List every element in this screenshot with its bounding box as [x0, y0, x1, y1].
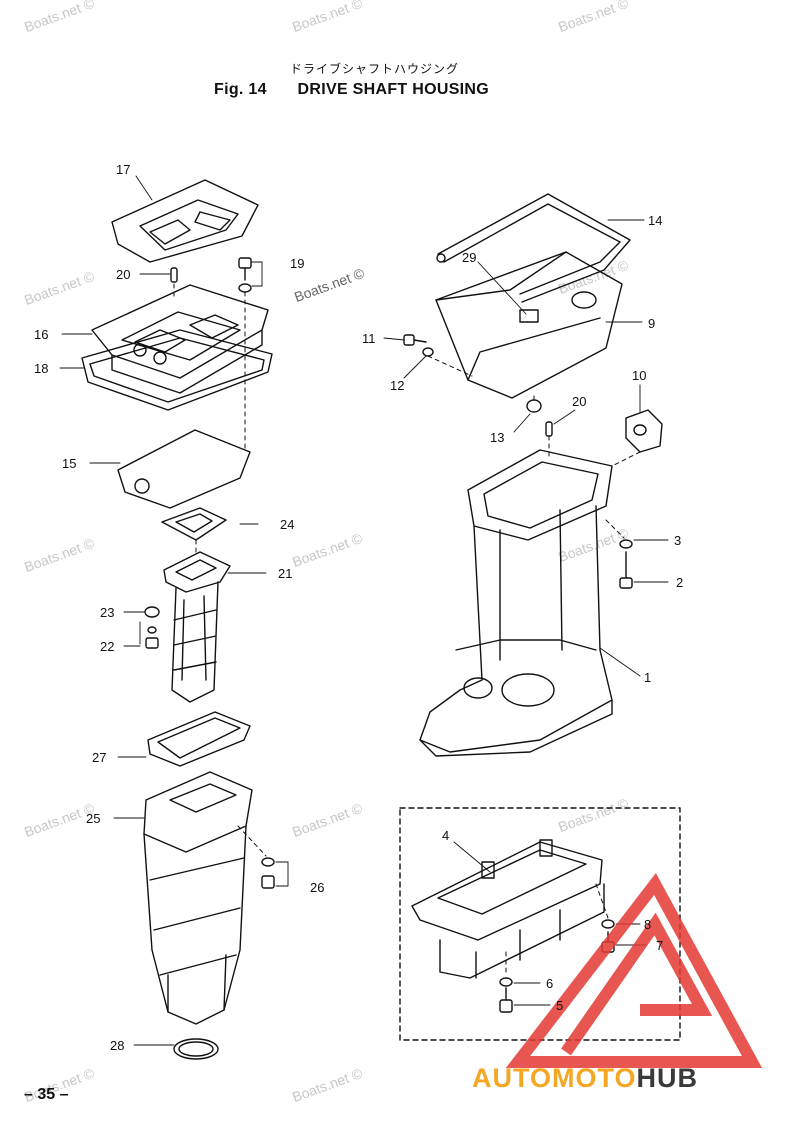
callout-23: 23	[100, 605, 114, 620]
part-6-washer[interactable]	[499, 977, 513, 987]
part-11-bolt[interactable]	[403, 334, 427, 346]
callout-15: 15	[62, 456, 76, 471]
callout-9: 9	[648, 316, 655, 331]
callout-1: 1	[644, 670, 651, 685]
callout-29: 29	[462, 250, 476, 265]
callout-5: 5	[556, 998, 563, 1013]
part-27-gasket[interactable]	[147, 711, 251, 767]
callout-25: 25	[86, 811, 100, 826]
part-4-bracket[interactable]	[411, 839, 605, 979]
brand-text-hub: HUB	[636, 1063, 699, 1093]
part-20-dowel-pin-right[interactable]	[545, 421, 553, 437]
part-24-gasket[interactable]	[161, 507, 227, 541]
callout-26: 26	[310, 880, 324, 895]
part-10-mount[interactable]	[625, 409, 663, 453]
callout-27: 27	[92, 750, 106, 765]
callout-13: 13	[490, 430, 504, 445]
alignment-lines	[173, 283, 641, 977]
automotohub-brand: AUTOMOTOHUB	[472, 1063, 698, 1094]
part-19-bolt[interactable]	[238, 257, 252, 293]
part-28-ring[interactable]	[173, 1038, 219, 1060]
part-2-bolt[interactable]	[619, 551, 633, 589]
callout-16: 16	[34, 327, 48, 342]
figure-title: Fig. 14 DRIVE SHAFT HOUSING	[214, 81, 489, 99]
part-16-mount-plate[interactable]	[91, 284, 269, 394]
callout-21: 21	[278, 566, 292, 581]
figure-number: Fig. 14	[214, 81, 267, 98]
part-18-seal[interactable]	[81, 329, 273, 411]
callout-2: 2	[676, 575, 683, 590]
callout-4: 4	[442, 828, 449, 843]
callout-18: 18	[34, 361, 48, 376]
figure-japanese-title: ドライブシャフトハウジング	[290, 62, 460, 76]
brand-text-automoto: AUTOMOTO	[472, 1063, 637, 1093]
callout-7: 7	[656, 938, 663, 953]
part-17-gasket[interactable]	[111, 179, 259, 263]
part-20-dowel-pin-left[interactable]	[170, 267, 178, 283]
part-15-gasket[interactable]	[117, 429, 251, 509]
callout-28: 28	[110, 1038, 124, 1053]
part-14-seal[interactable]	[436, 193, 631, 303]
callout-19: 19	[290, 256, 304, 271]
part-8-washer[interactable]	[601, 919, 615, 929]
callout-24: 24	[280, 517, 294, 532]
part-23-washer[interactable]	[144, 606, 160, 618]
page-number: – 35 –	[24, 1086, 69, 1103]
part-26-bolt[interactable]	[261, 857, 275, 889]
figure-name: DRIVE SHAFT HOUSING	[297, 81, 490, 98]
callout-10: 10	[632, 368, 646, 383]
part-21-exhaust-guide[interactable]	[163, 551, 231, 703]
callout-11: 11	[362, 331, 376, 346]
part-13-grommet[interactable]	[526, 399, 542, 413]
part-12-washer[interactable]	[422, 347, 434, 357]
callout-12: 12	[390, 378, 404, 393]
callout-3: 3	[674, 533, 681, 548]
callout-14: 14	[648, 213, 662, 228]
part-3-washer[interactable]	[619, 539, 633, 549]
part-5-bolt[interactable]	[499, 987, 513, 1013]
part-1-drive-shaft-housing[interactable]	[419, 449, 613, 757]
callout-20-right: 20	[572, 394, 586, 409]
callout-22: 22	[100, 639, 114, 654]
part-22-bolt[interactable]	[145, 626, 159, 649]
callout-20-left: 20	[116, 267, 130, 282]
part-9-cover[interactable]	[435, 251, 623, 399]
automotohub-logo-icon	[505, 873, 763, 1068]
callout-17: 17	[116, 162, 130, 177]
callout-8: 8	[644, 917, 651, 932]
callout-labels: 17 20 19 16 18 15 24 21 23 22 27 25 26 2…	[34, 162, 683, 1053]
callout-6: 6	[546, 976, 553, 991]
part-25-muffler[interactable]	[143, 771, 253, 1025]
